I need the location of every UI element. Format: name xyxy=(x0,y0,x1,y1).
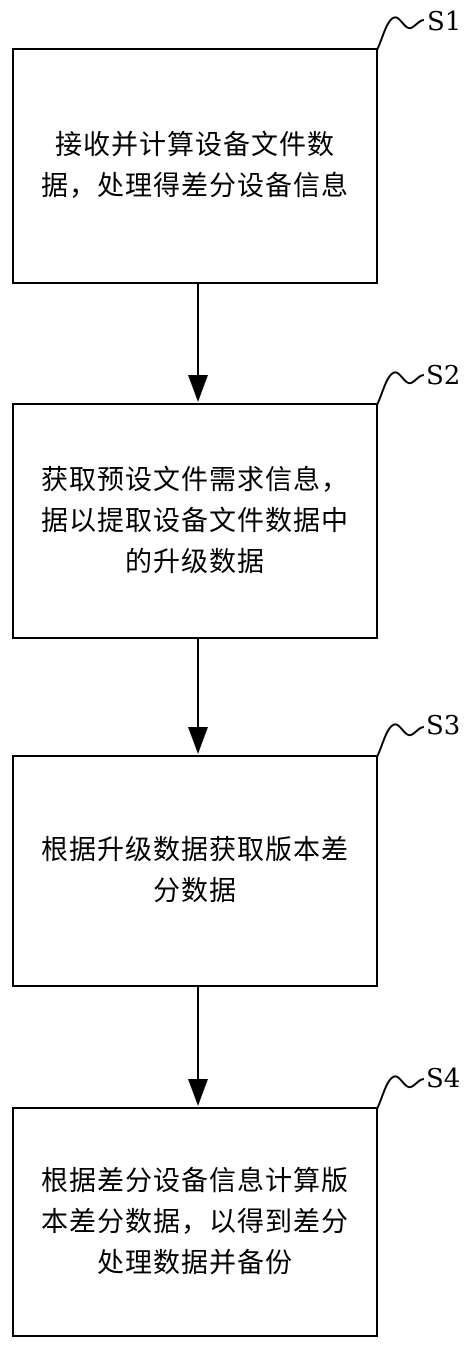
leader-line-s1 xyxy=(376,16,425,51)
step-label-s4: S4 xyxy=(426,1064,461,1094)
step-text-s4: 根据差分设备信息计算版本差分数据，以得到差分处理数据并备份 xyxy=(41,1165,349,1279)
arrow-head-s3-s4 xyxy=(188,1079,208,1106)
step-text-s3: 根据升级数据获取版本差分数据 xyxy=(41,835,349,907)
arrow-head-s1-s2 xyxy=(188,375,208,402)
leader-line-s2 xyxy=(376,371,425,406)
step-text-s2: 获取预设文件需求信息，据以提取设备文件数据中的升级数据 xyxy=(41,464,349,578)
step-label-s3: S3 xyxy=(426,711,461,741)
step-box-s1: 接收并计算设备文件数据，处理得差分设备信息 xyxy=(12,48,378,284)
arrow-head-s2-s3 xyxy=(188,727,208,754)
leader-line-s4 xyxy=(376,1075,425,1110)
leader-line-s3 xyxy=(376,723,425,758)
step-label-s1: S1 xyxy=(427,7,462,37)
step-box-s2: 获取预设文件需求信息，据以提取设备文件数据中的升级数据 xyxy=(12,403,378,639)
step-text-s1: 接收并计算设备文件数据，处理得差分设备信息 xyxy=(41,130,349,202)
step-box-s4: 根据差分设备信息计算版本差分数据，以得到差分处理数据并备份 xyxy=(12,1107,378,1337)
step-label-s2: S2 xyxy=(426,361,461,391)
step-box-s3: 根据升级数据获取版本差分数据 xyxy=(12,755,378,987)
